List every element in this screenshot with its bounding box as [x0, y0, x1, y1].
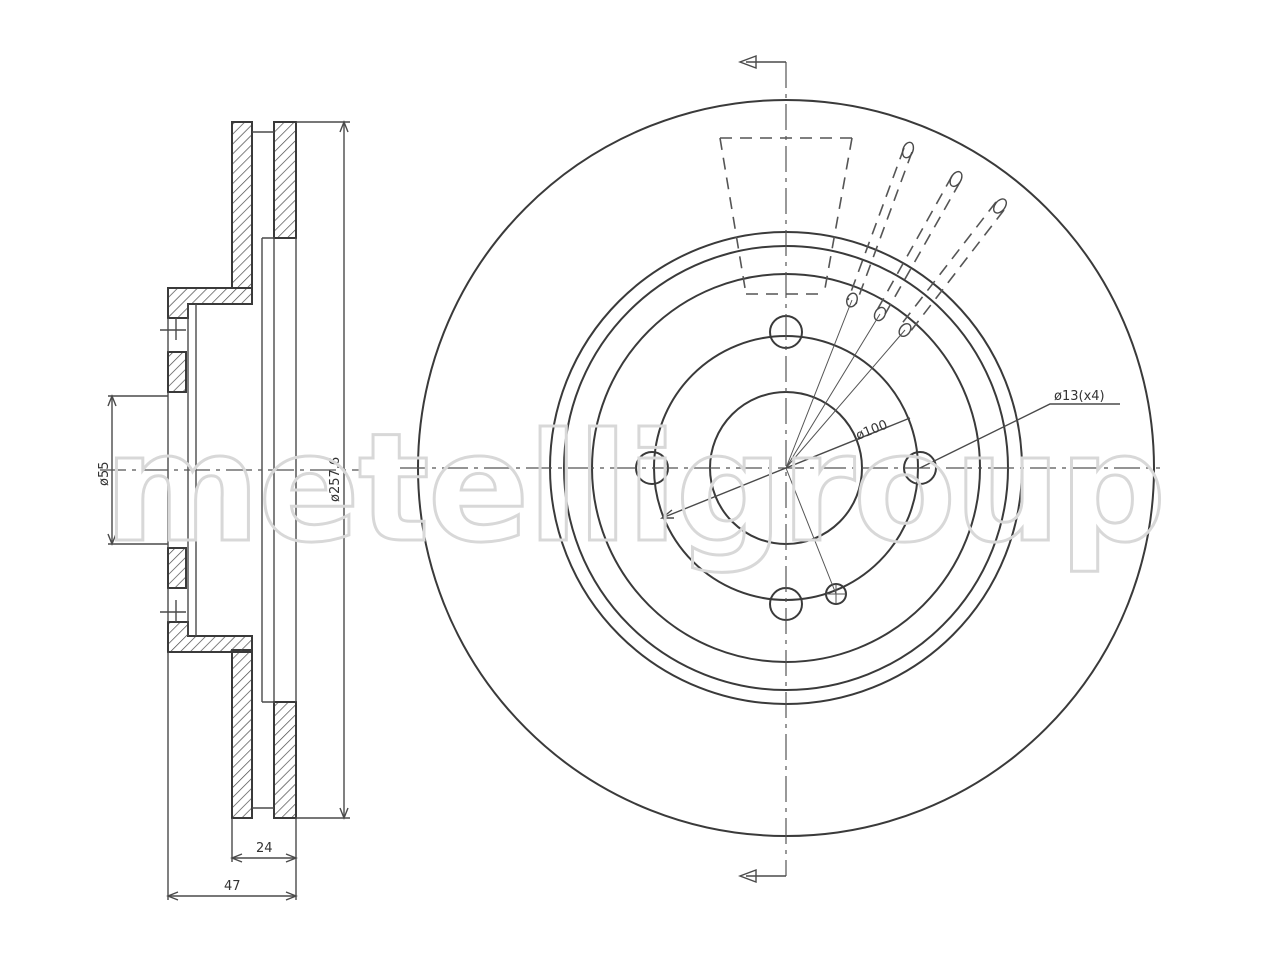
- inner-plate-right: [273, 121, 297, 239]
- hat-bottom: [167, 621, 253, 653]
- dim-center-bore: ø55: [97, 462, 112, 487]
- hub-flange-top: [167, 351, 187, 393]
- watermark: metelligroup: [104, 402, 1164, 576]
- outer-plate-left-bottom: [231, 649, 253, 819]
- hub-flange-bottom: [167, 547, 187, 589]
- front-view: ø100 ø13(x4): [400, 54, 1160, 884]
- dim-bolt-holes: ø13(x4): [1054, 389, 1105, 404]
- dim-outer-diameter: ø257.6: [328, 457, 343, 502]
- outer-plate-left: [231, 121, 253, 289]
- side-section-view: ø257.6 ø55 24 47: [97, 120, 360, 901]
- inner-plate-right-bottom: [273, 701, 297, 819]
- dim-height: 47: [224, 879, 241, 894]
- hat-top: [167, 287, 253, 319]
- dim-thickness: 24: [256, 841, 273, 856]
